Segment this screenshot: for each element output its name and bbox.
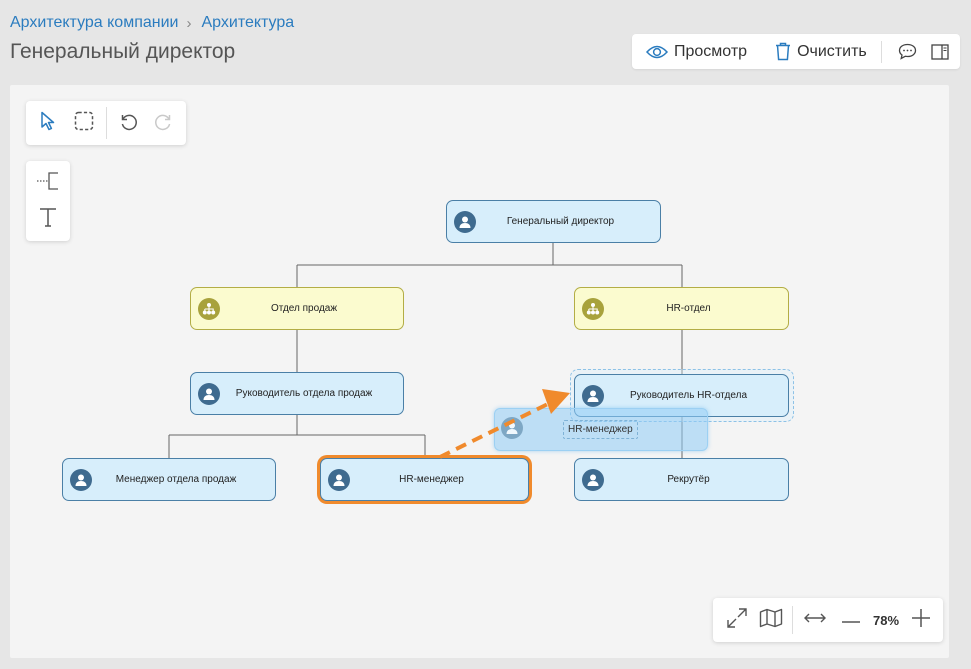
tools-divider	[106, 107, 107, 139]
connector-icon	[36, 171, 60, 195]
redo-icon	[154, 111, 174, 136]
node-label: Генеральный директор	[506, 216, 615, 227]
undo-icon	[118, 111, 138, 136]
node-sales-head[interactable]: Руководитель отдела продаж	[190, 372, 404, 415]
toolbar-divider	[880, 40, 882, 63]
undo-button[interactable]	[112, 107, 144, 139]
node-sales-department[interactable]: Отдел продаж	[190, 287, 404, 330]
pointer-tool-button[interactable]	[32, 107, 64, 139]
area-select-tool-button[interactable]	[68, 107, 100, 139]
person-icon	[582, 384, 604, 407]
drag-direction-arrow	[439, 389, 570, 459]
zoom-divider	[792, 606, 793, 634]
person-icon	[198, 382, 220, 405]
trash-icon	[775, 42, 791, 61]
eye-icon	[646, 44, 668, 60]
person-icon	[454, 210, 476, 233]
horizontal-arrows-icon	[803, 611, 827, 630]
view-button-label: Просмотр	[674, 42, 748, 60]
node-label: HR-менеджер	[399, 474, 464, 485]
text-tool-button[interactable]	[32, 203, 64, 235]
page-title: Генеральный директор	[10, 40, 236, 63]
fit-width-button[interactable]	[797, 598, 833, 642]
cursor-arrow-icon	[39, 111, 57, 136]
node-label: Рекрутёр	[667, 474, 710, 485]
side-panel-button[interactable]	[931, 43, 949, 60]
drag-ghost-node: HR-менеджер	[494, 408, 708, 451]
minimap-button[interactable]	[753, 598, 789, 642]
comments-button[interactable]	[898, 43, 917, 60]
canvas-content: Генеральный директор Отдел продаж HR-отд…	[10, 85, 949, 658]
map-icon	[759, 608, 783, 633]
node-hr-manager-selected[interactable]: HR-менеджер	[320, 458, 529, 501]
node-label: HR-отдел	[666, 303, 711, 314]
breadcrumb-root-link[interactable]: Архитектура компании	[10, 14, 179, 31]
node-sales-manager[interactable]: Менеджер отдела продаж	[62, 458, 276, 501]
person-icon	[582, 468, 604, 491]
fit-to-screen-button[interactable]	[719, 598, 755, 642]
selection-tools-panel	[26, 101, 186, 145]
person-icon	[501, 417, 523, 439]
org-structure-icon	[582, 297, 604, 320]
node-label: Руководитель HR-отдела	[629, 390, 748, 401]
chevron-right-icon: ›	[186, 14, 192, 32]
node-label: Менеджер отдела продаж	[115, 474, 237, 485]
drag-ghost-label: HR-менеджер	[563, 420, 638, 439]
top-toolbar: Просмотр Очистить	[632, 34, 960, 69]
zoom-toolbar: 78%	[713, 598, 943, 642]
view-button[interactable]: Просмотр	[646, 43, 747, 61]
person-icon	[328, 468, 350, 491]
zoom-level: 78%	[872, 612, 900, 628]
expand-icon	[726, 607, 748, 634]
node-label: Руководитель отдела продаж	[235, 388, 373, 399]
comment-icon	[898, 43, 917, 60]
person-icon	[70, 468, 92, 491]
node-label: Отдел продаж	[270, 303, 338, 314]
org-structure-icon	[198, 297, 220, 320]
minus-icon	[841, 611, 861, 629]
connector-tool-button[interactable]	[32, 167, 64, 199]
clear-button[interactable]: Очистить	[775, 42, 867, 61]
shape-tools-panel	[26, 161, 70, 241]
node-ceo[interactable]: Генеральный директор	[446, 200, 661, 243]
breadcrumb: Архитектура компании › Архитектура	[10, 14, 294, 32]
plus-icon	[911, 608, 931, 633]
dashed-square-icon	[74, 111, 94, 136]
org-connector-lines	[168, 243, 683, 458]
zoom-out-button[interactable]	[833, 598, 869, 642]
breadcrumb-current-link[interactable]: Архитектура	[201, 14, 295, 31]
text-icon	[38, 206, 58, 233]
diagram-canvas[interactable]: Генеральный директор Отдел продаж HR-отд…	[10, 85, 949, 658]
zoom-in-button[interactable]	[903, 598, 939, 642]
panel-icon	[931, 43, 949, 60]
redo-button[interactable]	[148, 107, 180, 139]
node-recruiter[interactable]: Рекрутёр	[574, 458, 789, 501]
node-hr-department[interactable]: HR-отдел	[574, 287, 789, 330]
clear-button-label: Очистить	[797, 42, 867, 60]
